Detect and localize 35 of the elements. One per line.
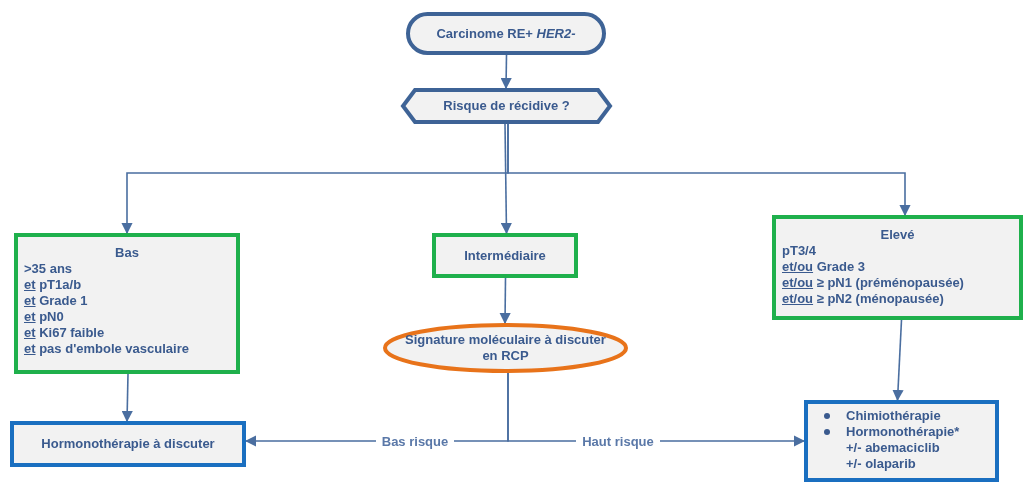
criteria-box (14, 233, 240, 374)
arrow (121, 373, 133, 423)
node-text: pT3/4 (782, 243, 817, 259)
arrow (500, 54, 512, 90)
arrow (507, 123, 911, 217)
node-text: et pas d'embole vasculaire (24, 341, 190, 357)
node-text: Chimiothérapie (846, 408, 989, 424)
decision-hexagon (401, 88, 612, 124)
node-text: Hormonothérapie* (846, 424, 989, 440)
start-terminal (406, 12, 606, 55)
node-text: Signature moléculaire à discuter en RCP (404, 332, 607, 364)
result-box (10, 421, 246, 467)
node-text: Intermédiaire (464, 247, 546, 264)
box-heading: Elevé (879, 227, 916, 243)
node-text: et/ou ≥ pN2 (ménopausée) (782, 291, 945, 307)
node-text: >35 ans (24, 261, 74, 277)
node-text: et/ou ≥ pN1 (préménopausée) (782, 275, 965, 291)
node-text: et pN0 (24, 309, 65, 325)
node-text: +/- olaparib (846, 456, 917, 472)
node-text: Carcinome RE+ HER2- (436, 25, 576, 42)
node-text: Risque de récidive ? (443, 98, 570, 114)
arrow (892, 319, 904, 402)
process-ellipse (383, 323, 628, 373)
process-box (432, 233, 578, 278)
node-text: et Grade 1 (24, 293, 89, 309)
node-text: +/- abemaciclib (846, 440, 941, 456)
box-heading: Bas (114, 245, 140, 261)
result-box (804, 400, 999, 482)
arrow (500, 123, 512, 235)
criteria-box (772, 215, 1023, 320)
node-text: et/ou Grade 3 (782, 259, 867, 275)
node-text: Hormonothérapie à discuter (41, 436, 215, 452)
arrow (499, 277, 511, 325)
node-text: et Ki67 faible (24, 325, 106, 341)
node-text: et pT1a/b (24, 277, 83, 293)
